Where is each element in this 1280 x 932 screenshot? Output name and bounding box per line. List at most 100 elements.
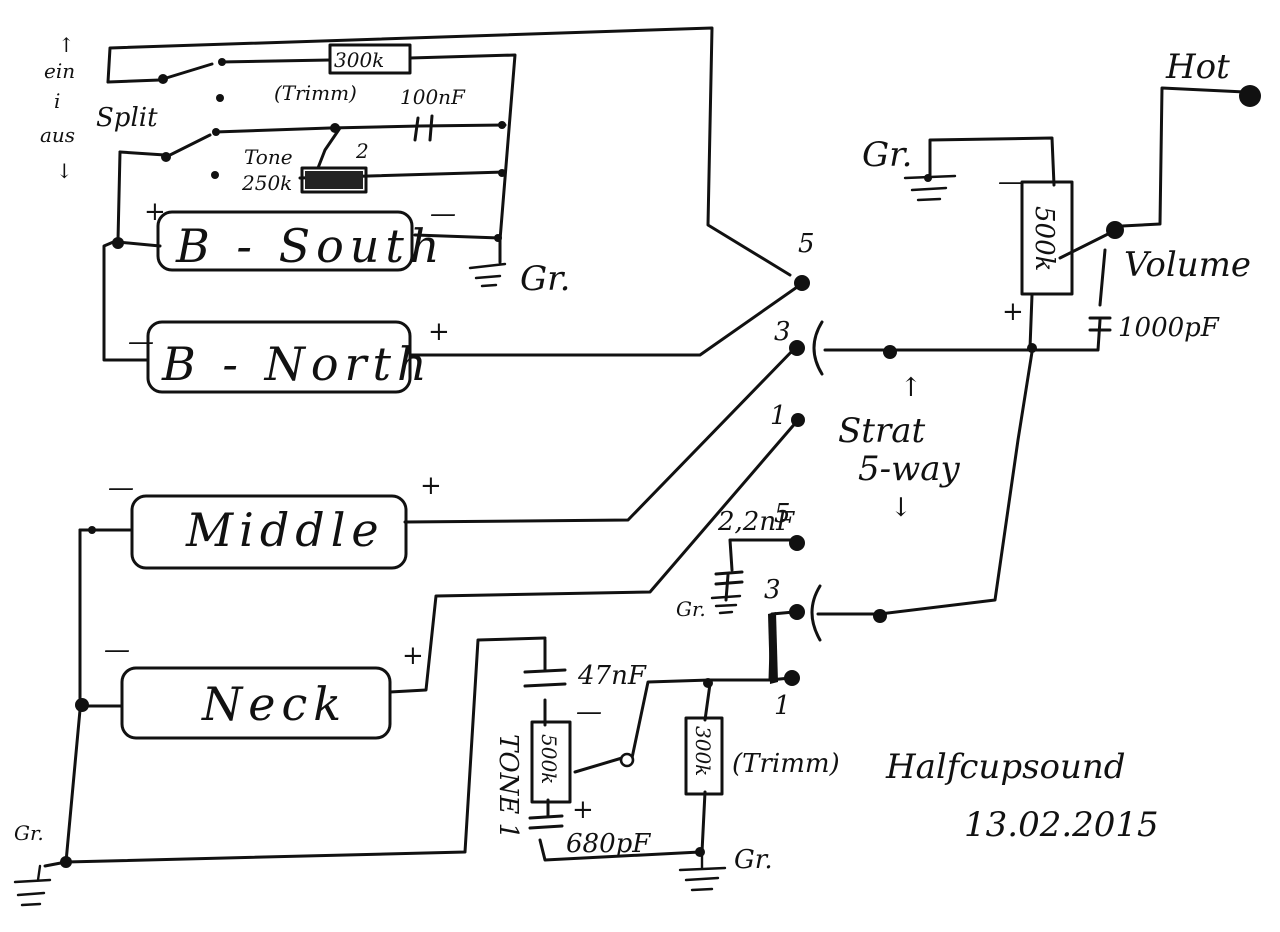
selector-lower-bridge (768, 612, 778, 684)
volume-pot-500k-body (1020, 180, 1074, 296)
tone-position-label: 2 (355, 139, 369, 163)
tone-circuit-plus: + (572, 795, 594, 825)
junction-dot (1027, 343, 1037, 353)
selector-upper-pos-3: 3 (774, 317, 791, 347)
components (120, 43, 1112, 830)
ground-symbol-mid (710, 594, 742, 615)
terminals (60, 58, 1261, 868)
pickup-b-south-plus: + (144, 197, 166, 227)
selector-upper-arc (812, 320, 824, 376)
volume-cap-label: 1000pF (1118, 313, 1220, 343)
trimm-pot-300k-body (684, 716, 724, 796)
ground-symbol-left (13, 864, 52, 907)
capacitor-680pf-label: 680pF (566, 829, 651, 859)
split-arrow-down: ↓ (56, 159, 73, 183)
capacitor-47nf-label: 47nF (577, 661, 647, 691)
trimm-note-label: (Trimm) (732, 749, 840, 779)
selector-upper-terminal-3 (789, 340, 805, 356)
tone-pot-250k (300, 166, 368, 194)
pickup-middle-body (130, 494, 408, 570)
split-on-label: ein (44, 59, 75, 83)
junction-dot (60, 856, 72, 868)
tone-label: Tone (244, 145, 293, 169)
ground-label-volume: Gr. (862, 135, 913, 175)
pickup-b-north-minus: — (128, 327, 154, 357)
ground-label-mid: Gr. (676, 597, 706, 621)
capacitor-1000pf (1088, 316, 1112, 332)
pickup-middle-plus: + (420, 471, 442, 501)
resistor-300k-label: 300k (334, 48, 384, 72)
tone-pot-500k-label: 500k (537, 734, 561, 784)
capacitor-100nf (413, 114, 434, 142)
pickup-middle-minus: — (108, 473, 134, 503)
junction-dot (883, 345, 897, 359)
pickup-b-north-label: B - North (161, 337, 433, 391)
split-middle-label: i (54, 89, 60, 113)
junction-dot (498, 121, 506, 129)
junction-dot (873, 609, 887, 623)
selector-upper-pos-5: 5 (798, 229, 815, 259)
junction-dot (88, 526, 96, 534)
selector-upper-terminal-1 (791, 413, 805, 427)
split-switch-terminal (211, 171, 219, 179)
resistor-300k (328, 43, 412, 75)
selector-lower-terminal-5 (789, 535, 805, 551)
selector-name-line1: Strat (838, 411, 925, 451)
junction-dot (75, 698, 89, 712)
selector-upper-terminal-5 (794, 275, 810, 291)
capacitor-680pf (528, 814, 564, 830)
pickup-neck-body (120, 666, 392, 740)
ground-symbol-bottom (678, 850, 727, 892)
ground-label-left: Gr. (14, 821, 44, 845)
tone-wiper (316, 126, 342, 170)
volume-wiper (1106, 221, 1124, 239)
junction-dot (924, 174, 932, 182)
selector-arrow-down: ↓ (890, 493, 912, 523)
junction-dot (112, 237, 124, 249)
selector-lower-pos-1: 1 (774, 691, 791, 721)
tone-pot-fill (305, 171, 363, 189)
capacitor-2n2-label: 2,2nF (717, 507, 795, 537)
tone-circuit-minus: — (576, 697, 602, 727)
wires (43, 26, 1247, 868)
ground-label-top: Gr. (520, 259, 571, 299)
trimm-pot-300k-label: 300k (691, 726, 715, 776)
tone-value-label: 250k (241, 171, 292, 195)
junction-dot (703, 678, 713, 688)
selector-lower-pos-5: 5 (774, 499, 791, 529)
tone-pot-500k-body (530, 720, 572, 804)
split-label: Split (96, 103, 158, 133)
capacitor-47nf (523, 668, 567, 688)
pickup-neck-plus: + (402, 641, 424, 671)
junction-dot (695, 847, 705, 857)
pickup-b-south-minus: — (430, 199, 456, 229)
split-switch-terminal (216, 94, 224, 102)
tone-letters: TONE 1 (493, 734, 523, 839)
selector-lower-terminal-1 (784, 670, 800, 686)
split-arrow-up: ↑ (58, 33, 75, 57)
wire-top-loop (106, 26, 792, 277)
pickup-middle-label: Middle (185, 503, 385, 557)
pickup-neck-minus: — (104, 635, 130, 665)
selector-lower-terminal-3 (789, 604, 805, 620)
pickup-b-north-plus: + (428, 317, 450, 347)
selector-lower-pos-3: 3 (764, 575, 781, 605)
junction-dot (494, 234, 502, 242)
ground-label-bottom: Gr. (734, 845, 773, 875)
selector-name-line2: 5-way (858, 449, 960, 489)
footer-title: Halfcupsound (885, 747, 1126, 787)
volume-label: Volume (1124, 245, 1251, 285)
pickup-b-north-body (146, 320, 412, 394)
capacitor-2n2 (714, 570, 744, 586)
volume-plus: + (1002, 297, 1024, 327)
footer-date: 13.02.2015 (964, 805, 1159, 845)
tone-pot-wiper (619, 752, 635, 768)
split-trimm-note: (Trimm) (274, 81, 357, 105)
selector-lower-arc (810, 584, 822, 642)
selector-arrow-up: ↑ (900, 373, 922, 403)
pickup-b-south-label: B - South (175, 219, 446, 273)
capacitor-100nf-label: 100nF (400, 85, 466, 109)
split-off-label: aus (40, 123, 75, 147)
labels: ↑ ein i aus ↓ Split 300k (Trimm) 100nF T… (14, 33, 1251, 875)
